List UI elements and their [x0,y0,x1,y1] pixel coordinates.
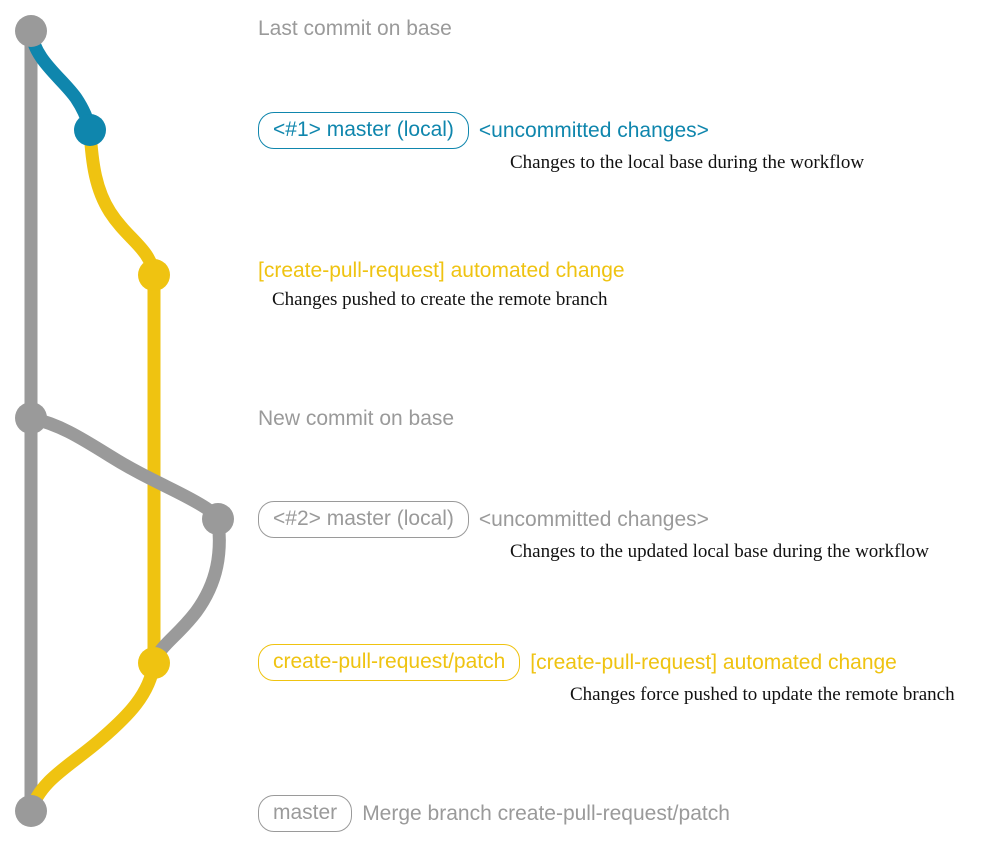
commit-description: Changes force pushed to update the remot… [570,684,955,705]
edge-base-to-local2 [24,411,225,526]
branch-label-master-local-1[interactable]: <#1> master (local) [258,112,469,149]
commit-description: Changes to the updated local base during… [510,541,929,562]
edge-local1-to-remote1 [83,123,161,282]
commit-subject: Merge branch create-pull-request/patch [362,801,730,825]
commit-row-last-commit-on-base: Last commit on base [258,14,452,44]
commit-row-force-push: create-pull-request/patch [create-pull-r… [258,644,955,707]
commit-subject: <uncommitted changes> [478,507,709,531]
commit-row-local-uncommitted-2: <#2> master (local) <uncommitted changes… [258,501,929,564]
commit-description: Changes to the local base during the wor… [510,152,865,173]
node-remote-force-push[interactable] [138,647,170,679]
commit-subject: [create-pull-request] automated change [530,650,897,674]
branch-label-create-pull-request-patch[interactable]: create-pull-request/patch [258,644,521,681]
commit-description: Changes pushed to create the remote bran… [272,289,608,310]
edge-local2-to-remote2 [147,512,226,670]
node-base-last-commit[interactable] [15,15,47,47]
branch-label-master[interactable]: master [258,795,353,832]
branch-label-master-local-2[interactable]: <#2> master (local) [258,501,469,538]
edge-remote2-to-merge [24,656,161,818]
commit-row-create-pull-request: [create-pull-request] automated change C… [258,256,625,312]
edge-base-to-local1 [24,24,97,137]
commit-subject: Last commit on base [258,17,452,40]
node-base-merge-commit[interactable] [15,795,47,827]
commit-row-new-commit-on-base: New commit on base [258,404,454,434]
commit-subject: New commit on base [258,407,455,430]
commit-subject: [create-pull-request] automated change [258,259,625,282]
commit-subject: <uncommitted changes> [478,118,709,142]
node-local-change-2[interactable] [202,503,234,535]
node-local-change-1[interactable] [74,114,106,146]
node-base-new-commit[interactable] [15,402,47,434]
commit-row-local-uncommitted-1: <#1> master (local) <uncommitted changes… [258,112,864,175]
commit-row-merge-commit: master Merge branch create-pull-request/… [258,795,730,832]
node-remote-create-branch[interactable] [138,259,170,291]
